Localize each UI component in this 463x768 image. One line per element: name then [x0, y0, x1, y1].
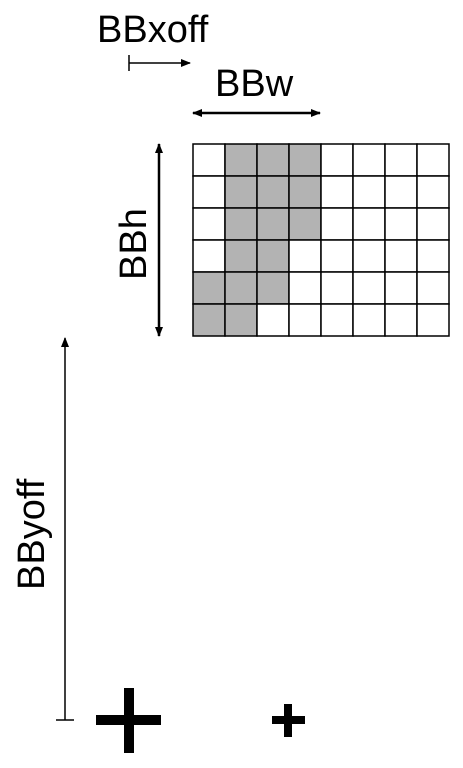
- grid-cell-filled: [288, 207, 322, 241]
- grid-cell-filled: [256, 271, 290, 305]
- grid-cell-empty: [320, 239, 354, 273]
- grid-cell-empty: [288, 271, 322, 305]
- grid-cell-empty: [416, 143, 450, 177]
- grid-cell-empty: [192, 239, 226, 273]
- grid-cell-empty: [384, 303, 418, 337]
- grid-cell-filled: [288, 143, 322, 177]
- grid-cell-empty: [416, 303, 450, 337]
- grid-cell-empty: [352, 207, 386, 241]
- origin-plus-icon: [96, 688, 161, 753]
- grid-cell-empty: [384, 271, 418, 305]
- grid-cell-filled: [256, 143, 290, 177]
- grid-cell-empty: [192, 175, 226, 209]
- next-origin-plus-icon: [272, 704, 305, 737]
- bbw-label: BBw: [215, 63, 294, 105]
- bbxoff-arrow: [128, 55, 191, 71]
- grid-cell-filled: [256, 175, 290, 209]
- grid-cell-filled: [192, 271, 226, 305]
- grid-cell-empty: [384, 207, 418, 241]
- grid-cell-empty: [288, 239, 322, 273]
- grid-cell-empty: [384, 175, 418, 209]
- grid-cell-filled: [224, 239, 258, 273]
- grid-cell-empty: [416, 207, 450, 241]
- grid-cell-empty: [320, 271, 354, 305]
- grid-cell-empty: [320, 303, 354, 337]
- bbh-label: BBh: [113, 208, 155, 280]
- grid-cell-empty: [320, 175, 354, 209]
- grid-cell-empty: [352, 271, 386, 305]
- grid-cell-filled: [224, 207, 258, 241]
- grid-cell-filled: [192, 303, 226, 337]
- grid-cell-empty: [416, 271, 450, 305]
- grid-cell-filled: [224, 303, 258, 337]
- grid-cell-empty: [384, 239, 418, 273]
- grid-cell-empty: [192, 143, 226, 177]
- grid-cell-empty: [352, 239, 386, 273]
- bbyoff-arrow: [56, 337, 74, 721]
- grid-cell-empty: [256, 303, 290, 337]
- grid-cell-empty: [352, 143, 386, 177]
- bbxoff-label: BBxoff: [97, 9, 209, 51]
- grid-cell-filled: [224, 271, 258, 305]
- grid-cell-filled: [256, 207, 290, 241]
- grid-cell-empty: [416, 239, 450, 273]
- grid-cell-empty: [288, 303, 322, 337]
- grid-cell-filled: [288, 175, 322, 209]
- grid-cell-empty: [320, 143, 354, 177]
- grid-cell-empty: [416, 175, 450, 209]
- grid-cell-empty: [384, 143, 418, 177]
- grid-cell-empty: [192, 207, 226, 241]
- grid-cell-filled: [224, 143, 258, 177]
- grid-cell-filled: [224, 175, 258, 209]
- grid-cell-filled: [256, 239, 290, 273]
- grid-cell-empty: [352, 303, 386, 337]
- grid-cell-empty: [352, 175, 386, 209]
- grid-cell-empty: [320, 207, 354, 241]
- glyph-bitmap-grid: [192, 143, 450, 337]
- bbyoff-label: BByoff: [11, 478, 53, 590]
